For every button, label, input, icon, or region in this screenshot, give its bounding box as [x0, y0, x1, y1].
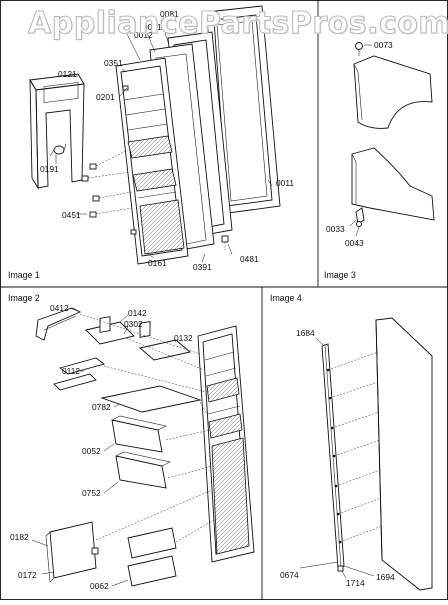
- part-label-0073: 0073: [374, 40, 393, 50]
- part-label-0121: 0121: [58, 69, 77, 79]
- part-label-1694: 1694: [376, 572, 395, 582]
- part-label-0201: 0201: [96, 92, 115, 102]
- panel-title-image4: Image 4: [270, 293, 302, 303]
- part-label-0081: 0081: [160, 9, 179, 19]
- image2-assembly-lines: [79, 313, 215, 543]
- part-label-0451: 0451: [62, 210, 81, 220]
- part-label-0412: 0412: [50, 303, 69, 313]
- image2-drawing: [31, 307, 255, 587]
- part-label-0191: 0191: [40, 164, 59, 174]
- part-label-1714: 1714: [346, 578, 365, 588]
- part-label-0043: 0043: [345, 238, 364, 248]
- door-bin-middle-part: [115, 455, 167, 489]
- image4-drawing: [299, 317, 433, 591]
- door-bin-upper-part: [111, 419, 163, 453]
- part-label-0011: 0011: [276, 178, 294, 188]
- part-label-0021: 0021: [143, 22, 162, 32]
- door-stop-part: [221, 235, 229, 243]
- lower-trim-part: [351, 147, 435, 221]
- part-label-0172: 0172: [18, 570, 37, 580]
- tray-upper-part: [58, 357, 106, 375]
- image3-drawing: [349, 42, 435, 237]
- bracket-plate-part: [139, 339, 191, 361]
- part-label-0033: 0033: [326, 224, 345, 234]
- tray-lower-part: [53, 373, 97, 391]
- part-label-0132: 0132: [174, 333, 193, 343]
- part-label-0161: 0161: [148, 258, 167, 268]
- part-label-0182: 0182: [10, 532, 29, 542]
- part-label-0674: 0674: [280, 570, 299, 580]
- image1-drawing: [29, 5, 281, 265]
- shelf-trim-part: [35, 307, 82, 341]
- dispenser-frame-part: [29, 73, 85, 190]
- panel-title-image2: Image 2: [8, 293, 40, 303]
- part-label-0782: 0782: [92, 402, 111, 412]
- image1-leaders: [55, 19, 273, 263]
- part-labels: 0081 0012 0021 0351 0121 0201 0191 0451 …: [10, 9, 395, 591]
- side-panel-part: [375, 317, 433, 591]
- upper-trim-part: [353, 55, 433, 129]
- watermark-text: AppliancePartsPros.com: [27, 5, 448, 41]
- door-bin-lower-part: [127, 527, 177, 559]
- door-bin-bottom-part: [127, 555, 177, 587]
- screw-part: [355, 42, 363, 50]
- part-label-0302: 0302: [124, 319, 143, 329]
- bracket-part: [355, 207, 365, 225]
- part-label-0052: 0052: [82, 446, 101, 456]
- part-label-0391: 0391: [193, 262, 212, 272]
- panel-title-image3: Image 3: [324, 270, 356, 280]
- part-label-0062: 0062: [90, 581, 109, 591]
- part-label-0752: 0752: [82, 488, 101, 498]
- part-label-0112: 0112: [62, 366, 80, 376]
- inner-door-part: [115, 57, 189, 265]
- fridge-door-part: [197, 325, 255, 563]
- dispenser-cover-part: [49, 521, 97, 579]
- part-label-0481: 0481: [240, 254, 259, 264]
- hinge-screws-part: [81, 149, 133, 218]
- panel-title-image1: Image 1: [8, 270, 40, 280]
- part-label-0142: 0142: [128, 308, 147, 318]
- image4-screw-lines: [327, 351, 383, 543]
- image4-screws: [326, 368, 342, 544]
- glass-shelf-part: [100, 385, 202, 413]
- part-label-0012: 0012: [134, 30, 153, 40]
- part-label-0351: 0351: [104, 58, 123, 68]
- part-label-1684: 1684: [296, 328, 315, 338]
